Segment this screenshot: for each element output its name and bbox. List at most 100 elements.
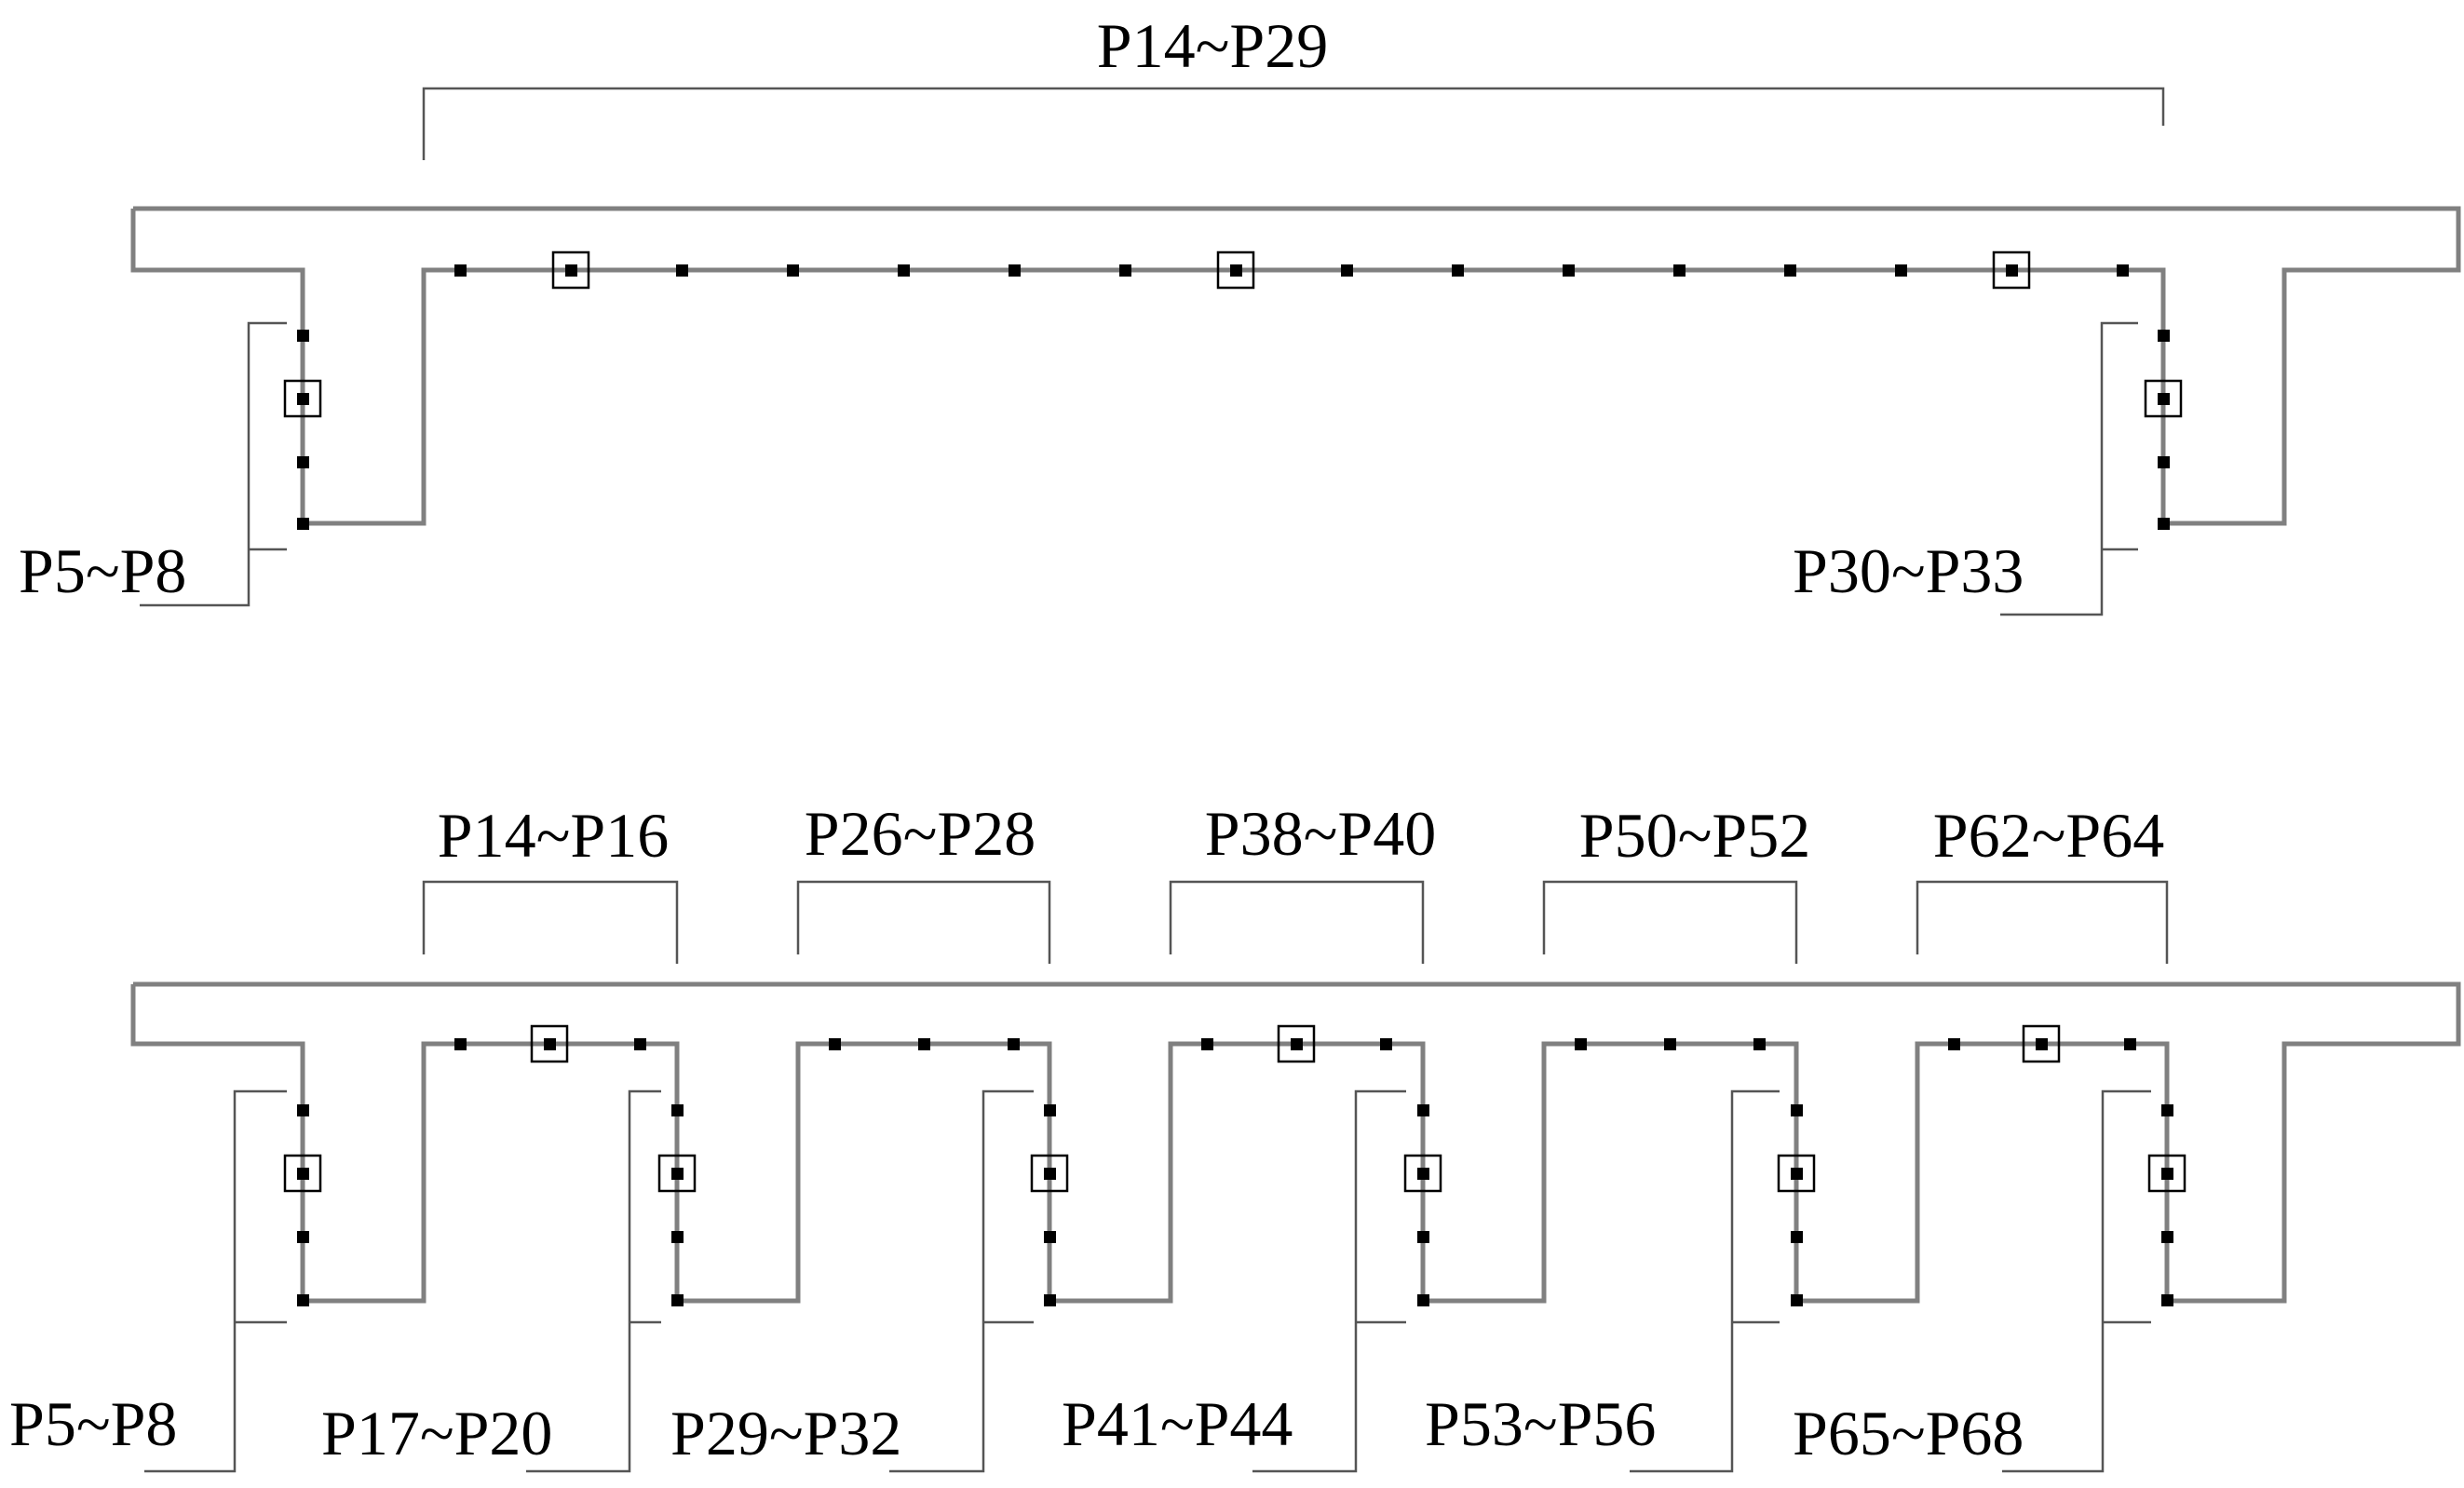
flange-bracket (796, 880, 1051, 964)
measurement-point (454, 264, 467, 277)
top-right-web-bracket (2000, 321, 2138, 616)
web-label: P17~P20 (321, 1398, 552, 1468)
web-bracket (2002, 1089, 2151, 1473)
measurement-point (2161, 1168, 2173, 1180)
measurement-point (1380, 1038, 1392, 1050)
sensor-box-icon (1403, 1154, 1442, 1193)
flange-bracket (422, 880, 679, 964)
measurement-point (565, 264, 577, 277)
measurement-point (2158, 330, 2170, 342)
flange-label: P50~P52 (1579, 800, 1810, 871)
measurement-point (1044, 1168, 1056, 1180)
measurement-point (918, 1038, 930, 1050)
measurement-point (2124, 1038, 2136, 1050)
measurement-point (2158, 518, 2170, 530)
sensor-box-icon (2022, 1024, 2061, 1063)
measurement-point (297, 1231, 309, 1243)
flange-bracket (1542, 880, 1798, 964)
sensor-box-icon (530, 1024, 569, 1063)
top-left-web-bracket (140, 321, 287, 607)
measurement-point (829, 1038, 841, 1050)
measurement-point (454, 1038, 467, 1050)
measurement-point (634, 1038, 646, 1050)
measurement-point (1044, 1231, 1056, 1243)
measurement-point (2158, 393, 2170, 405)
web-label: P41~P44 (1062, 1388, 1293, 1459)
measurement-point (898, 264, 910, 277)
measurement-point (297, 1168, 309, 1180)
measurement-point (1230, 264, 1242, 277)
measurement-point (1664, 1038, 1676, 1050)
measurement-point (544, 1038, 556, 1050)
flange-bracket (1916, 880, 2169, 964)
measurement-point (297, 1104, 309, 1116)
sensor-box-icon (1777, 1154, 1816, 1193)
web-bracket (1252, 1089, 1406, 1473)
sensor-box-icon (2147, 1154, 2186, 1193)
measurement-point (297, 456, 309, 468)
top-section-outline (130, 206, 2461, 526)
measurement-point (1417, 1294, 1429, 1306)
measurement-point (1201, 1038, 1213, 1050)
measurement-point (2158, 456, 2170, 468)
measurement-point (1673, 264, 1686, 277)
measurement-point (1575, 1038, 1587, 1050)
measurement-point (297, 393, 309, 405)
web-label: P29~P32 (670, 1398, 901, 1468)
measurement-point (1119, 264, 1131, 277)
measurement-point (1009, 264, 1021, 277)
sensor-box-icon (657, 1154, 697, 1193)
measurement-point (1563, 264, 1575, 277)
measurement-point (2161, 1294, 2173, 1306)
measurement-point (1452, 264, 1464, 277)
web-bracket (144, 1089, 287, 1473)
measurement-point (1753, 1038, 1766, 1050)
bottom-section-diagram: P14~P16 P26~P28 P38~P40 P50~P52 P62~P64 … (9, 798, 2461, 1473)
web-bracket (1630, 1089, 1780, 1473)
measurement-point (1417, 1168, 1429, 1180)
measurement-point (1791, 1231, 1803, 1243)
sensor-box-icon (283, 1154, 322, 1193)
measurement-point (1044, 1294, 1056, 1306)
sensor-box-icon (1992, 250, 2031, 290)
top-section-diagram: P14~P29 P5~P8 P30~P33 (19, 10, 2461, 616)
measurement-point (1895, 264, 1907, 277)
measurement-point (1791, 1294, 1803, 1306)
web-label: P65~P68 (1793, 1398, 2024, 1468)
flange-bracket (1169, 880, 1425, 964)
web-bracket (889, 1089, 1034, 1473)
measurement-point (671, 1168, 684, 1180)
sensor-box-icon (1277, 1024, 1316, 1063)
measurement-point (671, 1294, 684, 1306)
measurement-point (1341, 264, 1353, 277)
flange-label: P14~P16 (438, 800, 669, 871)
flange-label: P26~P28 (805, 798, 1036, 869)
bottom-web-points (283, 1104, 2186, 1306)
measurement-point (1791, 1104, 1803, 1116)
top-span-bracket (422, 87, 2165, 160)
measurement-point (2006, 264, 2018, 277)
measurement-point (297, 330, 309, 342)
sensor-box-icon (283, 379, 322, 418)
measurement-point (787, 264, 799, 277)
top-left-web-points (283, 330, 322, 530)
flange-label: P38~P40 (1205, 798, 1436, 869)
sensor-box-icon (1030, 1154, 1069, 1193)
measurement-point (671, 1231, 684, 1243)
measurement-point (671, 1104, 684, 1116)
bottom-flange-points (454, 1024, 2136, 1063)
sensor-box-icon (1216, 250, 1255, 290)
measurement-point (2036, 1038, 2048, 1050)
web-label: P5~P8 (9, 1388, 177, 1459)
measurement-point (2117, 264, 2129, 277)
sensor-box-icon (2144, 379, 2183, 418)
sensor-box-icon (551, 250, 590, 290)
top-left-web-label: P5~P8 (19, 535, 186, 606)
measurement-point (1044, 1104, 1056, 1116)
measurement-point (1008, 1038, 1020, 1050)
bottom-flange-brackets (422, 880, 2169, 964)
top-right-web-points (2144, 330, 2183, 530)
measurement-point (676, 264, 688, 277)
measurement-point (2161, 1104, 2173, 1116)
